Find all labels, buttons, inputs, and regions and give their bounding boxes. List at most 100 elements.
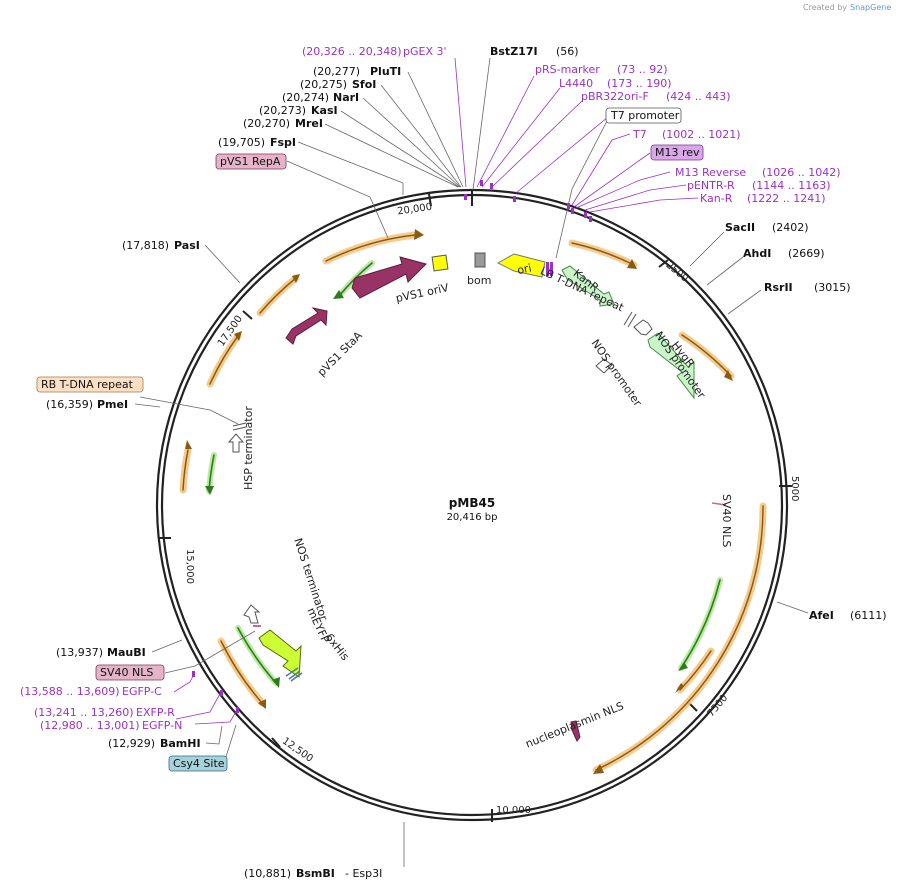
site-pos: (20,277) (313, 65, 360, 78)
site-name: NarI (333, 91, 359, 104)
primer-m13-reverse[interactable]: M13 Reverse (1026 .. 1042) (675, 166, 841, 179)
site-bamhi[interactable]: (12,929) BamHI (108, 737, 201, 750)
primer-range: (12,980 .. 13,001) (40, 719, 140, 732)
nucleoplasmin-feature (570, 720, 581, 742)
bom-feature (474, 252, 486, 268)
primer-egfp-n[interactable]: (12,980 .. 13,001) EGFP-N (40, 719, 182, 732)
tick-5000: 5000 (789, 476, 800, 501)
svg-text:T7 promoter: T7 promoter (610, 109, 680, 122)
sv40-nls-box[interactable]: SV40 NLS (95, 664, 165, 681)
csy4-site-box[interactable]: Csy4 Site (168, 755, 228, 772)
site-pos: (2669) (788, 247, 825, 260)
svg-text:Csy4 Site: Csy4 Site (173, 757, 225, 770)
site-maubi[interactable]: (13,937) MauBI (56, 646, 146, 659)
label-6xhis: 6xHis (323, 631, 352, 663)
lb-tdna-mark (623, 311, 633, 326)
primer-exfp-r[interactable]: (13,241 .. 13,260) EXFP-R (34, 706, 175, 719)
site-kasi[interactable]: (20,273) KasI (259, 104, 338, 117)
site-pluti[interactable]: (20,277) PluTI (313, 65, 401, 78)
kanr-feature (561, 265, 615, 307)
site-bstz17i[interactable]: BstZ17I (56) (490, 45, 579, 58)
primer-name: EGFP-N (142, 719, 182, 732)
primer-name: pBR322ori-F (581, 90, 649, 103)
pvs1-repa-box[interactable]: pVS1 RepA (215, 153, 287, 170)
site-pos: (20,274) (282, 91, 329, 104)
site-name: SfoI (352, 78, 376, 91)
site-mrei[interactable]: (20,270) MreI (243, 117, 323, 130)
pvs1-staa-feature (285, 307, 328, 345)
hsp-terminator-arrow (227, 433, 245, 453)
site-pos: (17,818) (122, 239, 169, 252)
site-pasi[interactable]: (17,818) PasI (122, 239, 200, 252)
primer-l4440[interactable]: L4440 (173 .. 190) (559, 77, 672, 90)
credit-text: Created by (803, 3, 847, 12)
primer-kan-r[interactable]: Kan-R (1222 .. 1241) (700, 192, 826, 205)
sv40-nls-mark-right (711, 502, 727, 506)
site-name: PasI (174, 239, 200, 252)
rb-tdna-repeat-box[interactable]: RB T-DNA repeat (36, 376, 144, 393)
site-pos: (56) (556, 45, 579, 58)
primer-prs-marker[interactable]: pRS-marker (73 .. 92) (535, 63, 668, 76)
t7-promoter-box[interactable]: T7 promoter (605, 107, 682, 124)
site-pmei[interactable]: (16,359) PmeI (46, 398, 128, 411)
nos-terminator-arrow (243, 604, 261, 624)
primer-t7[interactable]: T7 (1002 .. 1021) (632, 128, 741, 141)
tick-15000: 15,000 (184, 549, 195, 584)
site-rsrii[interactable]: RsrII (3015) (764, 281, 851, 294)
ori-primer-mark-2 (550, 262, 553, 276)
site-sacii[interactable]: SacII (2402) (725, 221, 809, 234)
site-fspi[interactable]: (19,705) FspI (218, 136, 296, 149)
site-name: PluTI (370, 65, 401, 78)
primer-range: (73 .. 92) (617, 63, 668, 76)
svg-text:SV40 NLS: SV40 NLS (100, 666, 153, 679)
primer-name: pENTR-R (687, 179, 735, 192)
plasmid-size: 20,416 bp (447, 512, 498, 523)
m13-rev-box[interactable]: M13 rev (650, 144, 704, 161)
site-ahdi[interactable]: AhdI (2669) (743, 247, 825, 260)
site-pos: (20,270) (243, 117, 290, 130)
site-name: KasI (311, 104, 338, 117)
site-name: SacII (725, 221, 755, 234)
site-extra: - Esp3I (345, 867, 382, 880)
site-pos: (20,273) (259, 104, 306, 117)
primer-range: (173 .. 190) (607, 77, 672, 90)
ori-feature (496, 253, 546, 278)
primer-leader-lines (173, 57, 699, 725)
primer-name: pGEX 3' (403, 45, 447, 58)
boxed-labels: T7 promoter M13 rev pVS1 RepA RB T-DNA r… (36, 107, 704, 772)
site-pos: (20,275) (300, 78, 347, 91)
label-pvs1-staa: pVS1 StaA (315, 329, 365, 379)
primer-pbr322ori-f[interactable]: pBR322ori-F (424 .. 443) (581, 90, 731, 103)
rb-tdna-mark (232, 422, 247, 427)
label-sv40-nls-right: SV40 NLS (720, 494, 733, 547)
site-afei[interactable]: AfeI (6111) (809, 609, 887, 622)
svg-text:M13 rev: M13 rev (655, 146, 700, 159)
site-name: MreI (295, 117, 323, 130)
site-name: AfeI (809, 609, 834, 622)
nos-promoter-arrow-2 (595, 358, 613, 374)
primer-name: pRS-marker (535, 63, 600, 76)
his6-mark (285, 667, 299, 677)
pvs1-oriv-marker (431, 254, 449, 272)
site-nari[interactable]: (20,274) NarI (282, 91, 359, 104)
site-name: RsrII (764, 281, 793, 294)
site-name: BamHI (160, 737, 201, 750)
label-hsp-terminator: HSP terminator (242, 406, 255, 490)
site-name: AhdI (743, 247, 771, 260)
primer-range: (1002 .. 1021) (662, 128, 741, 141)
primer-range: (20,326 .. 20,348) (302, 45, 402, 58)
site-name: BstZ17I (490, 45, 538, 58)
primer-pgex3[interactable]: (20,326 .. 20,348) pGEX 3' (302, 45, 447, 58)
restriction-sites: BstZ17I (56) (20,277) PluTI (20,275) Sfo… (46, 45, 887, 880)
svg-text:RB T-DNA repeat: RB T-DNA repeat (41, 378, 134, 391)
primer-name: T7 (632, 128, 647, 141)
primer-egfp-c[interactable]: (13,588 .. 13,609) EGFP-C (20, 685, 162, 698)
tick-marks (158, 190, 792, 822)
site-sfoi[interactable]: (20,275) SfoI (300, 78, 376, 91)
meyfp-feature (258, 629, 302, 678)
primer-markers (192, 180, 592, 713)
site-bsmbi[interactable]: (10,881) BsmBI - Esp3I (244, 867, 382, 880)
primer-pentr-r[interactable]: pENTR-R (1144 .. 1163) (687, 179, 831, 192)
label-nucleoplasmin-nls: nucleoplasmin NLS (524, 699, 626, 750)
